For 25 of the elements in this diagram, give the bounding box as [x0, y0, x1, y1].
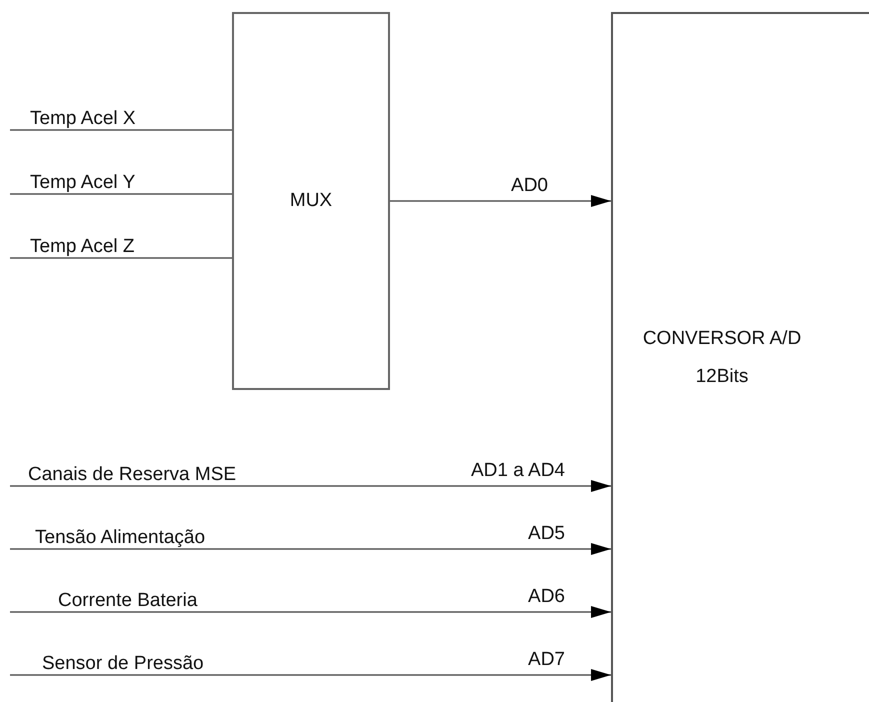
block-label: CONVERSOR A/D — [642, 327, 802, 351]
input-signal-label: Canais de Reserva MSE — [28, 464, 236, 486]
channel-label: AD7 — [528, 649, 565, 671]
arrow — [10, 543, 611, 555]
signal-line — [10, 257, 232, 259]
input-signal-label: Temp Acel X — [30, 108, 136, 130]
signal-line — [10, 193, 232, 195]
mux-block — [232, 12, 390, 390]
arrow — [10, 669, 611, 681]
channel-label: AD6 — [528, 586, 565, 608]
converter-block — [611, 12, 869, 702]
arrow — [10, 606, 611, 618]
input-signal-label: Corrente Bateria — [58, 590, 198, 612]
input-signal-label: Temp Acel Y — [30, 172, 136, 194]
channel-label: AD0 — [511, 175, 548, 197]
input-signal-label: Sensor de Pressão — [42, 653, 204, 675]
arrow — [10, 480, 611, 492]
channel-label: AD5 — [528, 523, 565, 545]
input-signal-label: Tensão Alimentação — [35, 527, 206, 549]
arrow — [390, 195, 611, 207]
channel-label: AD1 a AD4 — [471, 460, 565, 482]
block-label: 12Bits — [696, 365, 748, 389]
input-signal-label: Temp Acel Z — [30, 236, 135, 258]
block-label: MUX — [290, 189, 332, 213]
signal-line — [10, 129, 232, 131]
